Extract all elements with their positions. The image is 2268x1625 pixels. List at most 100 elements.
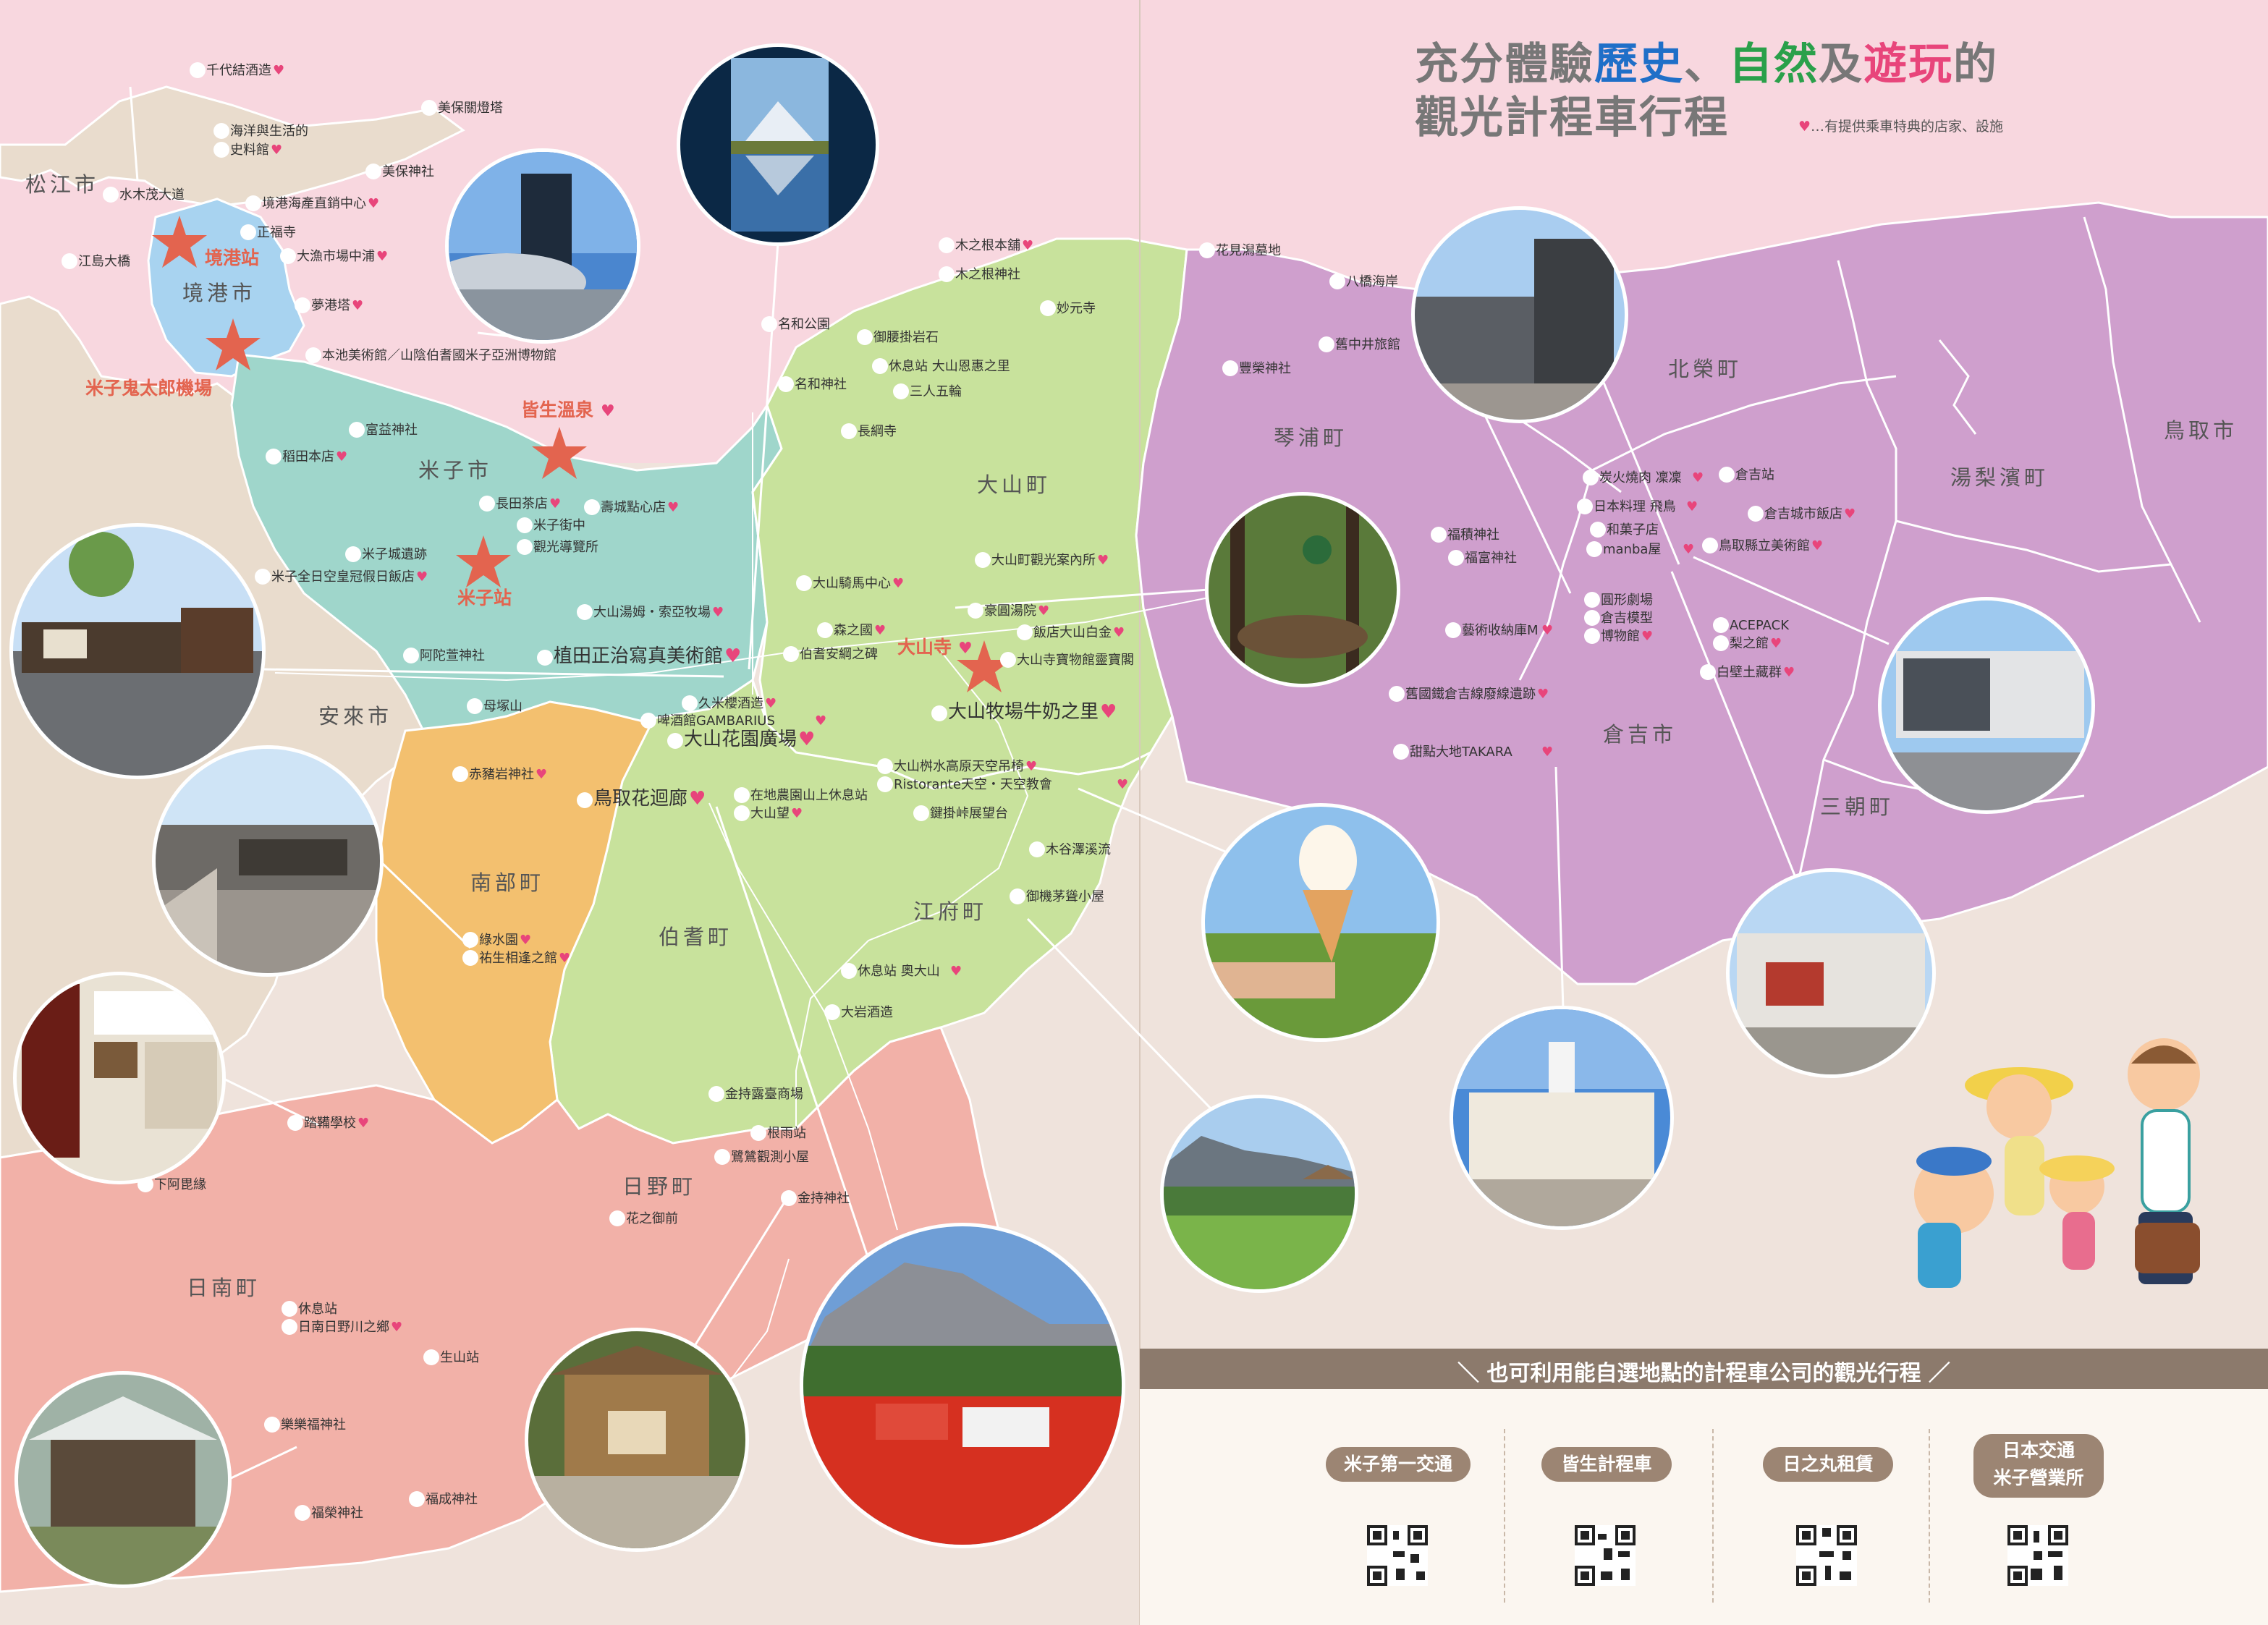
poi-dot[interactable] [781, 1190, 797, 1206]
poi-dot[interactable] [1719, 467, 1735, 483]
poi-dot[interactable] [913, 805, 929, 821]
poi-dot[interactable] [1700, 664, 1716, 680]
poi-dot[interactable] [1577, 498, 1593, 514]
poi-dot[interactable] [305, 347, 321, 363]
poi-dot[interactable] [734, 787, 750, 803]
qr-code-icon[interactable] [2007, 1525, 2068, 1586]
poi-dot[interactable] [287, 1115, 303, 1131]
poi-dot[interactable] [841, 423, 857, 439]
poi-dot[interactable] [939, 237, 955, 253]
poi-dot[interactable] [1199, 242, 1215, 258]
poi-dot[interactable] [708, 1086, 724, 1102]
poi-dot[interactable] [264, 1417, 280, 1433]
poi-dot[interactable] [421, 100, 437, 116]
poi-dot[interactable] [240, 224, 256, 240]
poi-dot[interactable] [345, 546, 361, 562]
poi-dot[interactable] [975, 552, 991, 568]
poi-dot[interactable] [1329, 273, 1345, 289]
heart-icon: ♥ [1844, 506, 1856, 522]
poi-dot[interactable] [939, 266, 955, 282]
poi-dot[interactable] [1010, 888, 1025, 904]
poi-dot[interactable] [1584, 628, 1600, 644]
poi-dot[interactable] [584, 499, 600, 515]
poi-dot[interactable] [517, 517, 533, 533]
poi-dot[interactable] [750, 1125, 766, 1141]
poi-dot[interactable] [479, 496, 495, 512]
poi-dot[interactable] [452, 766, 468, 782]
poi-dot[interactable] [824, 1004, 840, 1020]
poi-dot[interactable] [282, 1319, 297, 1335]
poi-dot[interactable] [409, 1491, 425, 1507]
poi-dot[interactable] [682, 695, 698, 711]
poi-dot[interactable] [462, 950, 478, 966]
poi-dot[interactable] [714, 1149, 730, 1165]
poi-dot[interactable] [877, 776, 893, 792]
qr-code-icon[interactable] [1796, 1525, 1857, 1586]
poi-dot[interactable] [280, 248, 296, 264]
poi-dot[interactable] [1586, 541, 1602, 557]
poi-dot[interactable] [1393, 744, 1409, 760]
poi-dot[interactable] [1000, 652, 1016, 668]
poi-dot[interactable] [255, 569, 271, 585]
poi-dot[interactable] [577, 792, 593, 808]
poi-dot[interactable] [1319, 336, 1334, 352]
taxi-company-4[interactable]: 日本交通米子營業所 [1973, 1434, 2104, 1498]
poi-dot[interactable] [190, 62, 206, 78]
poi-dot[interactable] [1029, 841, 1045, 857]
poi-dot[interactable] [1040, 300, 1056, 316]
poi-dot[interactable] [349, 422, 365, 438]
poi-dot[interactable] [667, 733, 683, 749]
poi-dot[interactable] [462, 932, 478, 948]
poi-dot[interactable] [872, 358, 888, 374]
poi-dot[interactable] [817, 622, 833, 638]
poi-dot[interactable] [213, 123, 229, 139]
poi-dot[interactable] [778, 376, 794, 392]
taxi-company-3[interactable]: 日之丸租賃 [1763, 1447, 1893, 1482]
poi-dot[interactable] [841, 963, 857, 979]
poi-dot[interactable] [245, 195, 261, 211]
poi-dot[interactable] [295, 297, 310, 313]
poi-dot[interactable] [62, 253, 77, 269]
poi-dot[interactable] [403, 648, 419, 663]
poi-dot[interactable] [213, 142, 229, 158]
poi-dot[interactable] [1445, 622, 1461, 638]
qr-code-icon[interactable] [1575, 1525, 1636, 1586]
taxi-company-1[interactable]: 米子第一交通 [1326, 1447, 1471, 1482]
poi-dot[interactable] [423, 1349, 439, 1365]
taxi-company-2[interactable]: 皆生計程車 [1541, 1447, 1672, 1482]
poi-dot[interactable] [1584, 592, 1600, 608]
poi-dot[interactable] [857, 329, 873, 345]
poi-dot[interactable] [1713, 617, 1729, 633]
poi-dot[interactable] [1222, 360, 1238, 376]
poi-dot[interactable] [517, 539, 533, 555]
poi-dot[interactable] [877, 758, 893, 774]
qr-code-icon[interactable] [1367, 1525, 1428, 1586]
poi-dot[interactable] [1431, 527, 1447, 543]
poi-dot[interactable] [467, 698, 483, 714]
poi-dot[interactable] [893, 383, 909, 399]
poi-dot[interactable] [537, 650, 553, 666]
poi-dot[interactable] [1713, 635, 1729, 651]
poi-dot[interactable] [103, 187, 119, 203]
poi-dot[interactable] [783, 646, 799, 662]
poi-dot[interactable] [1748, 506, 1764, 522]
poi-dot[interactable] [640, 713, 656, 729]
poi-dot[interactable] [577, 604, 593, 620]
poi-dot[interactable] [295, 1505, 310, 1521]
poi-dot[interactable] [1584, 610, 1600, 626]
poi-dot[interactable] [609, 1210, 625, 1226]
poi-dot[interactable] [266, 449, 282, 464]
poi-dot[interactable] [931, 705, 947, 721]
poi-dot[interactable] [1702, 538, 1718, 553]
poi-dot[interactable] [734, 805, 750, 821]
poi-dot[interactable] [1389, 686, 1405, 702]
poi-dot[interactable] [796, 575, 812, 591]
poi-dot[interactable] [1017, 624, 1033, 640]
poi-dot[interactable] [761, 316, 777, 332]
poi-dot[interactable] [1448, 550, 1464, 566]
poi-dot[interactable] [282, 1301, 297, 1317]
poi-dot[interactable] [365, 164, 381, 179]
poi-dot[interactable] [1583, 470, 1599, 485]
poi-dot[interactable] [968, 603, 983, 619]
poi-dot[interactable] [1590, 522, 1606, 538]
